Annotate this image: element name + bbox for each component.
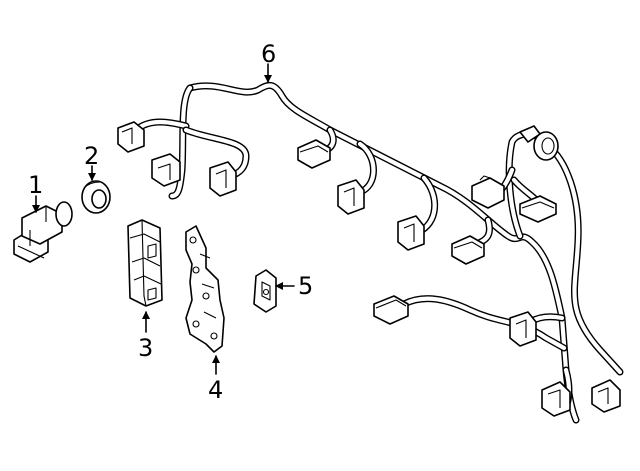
part-6-wiring-harness: [117, 82, 624, 424]
harness-connector: [117, 121, 145, 153]
harness-connector: [297, 139, 331, 169]
harness-connector: [591, 379, 621, 413]
callout-arrows: [32, 63, 295, 375]
harness-connector: [509, 311, 537, 347]
callout-1: 1: [28, 171, 43, 199]
harness-connector: [451, 235, 485, 265]
callout-5: 5: [298, 272, 313, 300]
part-1-parking-sensor: [13, 201, 73, 263]
harness-connector: [337, 179, 365, 215]
harness-connector: [471, 175, 505, 209]
callout-4: 4: [208, 376, 223, 404]
callout-6: 6: [261, 40, 276, 68]
harness-grommet: [519, 125, 559, 161]
harness-connector: [151, 153, 181, 187]
harness-connector: [519, 195, 557, 223]
harness-connector: [209, 161, 237, 197]
harness-connector: [397, 215, 425, 251]
part-5-clip: [253, 269, 277, 313]
part-4-mounting-bracket: [185, 225, 225, 353]
callout-2: 2: [84, 142, 99, 170]
part-2-grommet: [81, 180, 111, 214]
callout-labels: 1 2 3 4 5 6: [28, 40, 313, 404]
harness-connector: [541, 381, 571, 417]
harness-connector: [373, 295, 409, 325]
callout-3: 3: [138, 334, 153, 362]
part-3-sensor-holder: [127, 219, 163, 307]
